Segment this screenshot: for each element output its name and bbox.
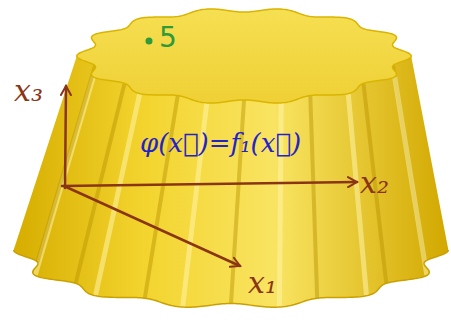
- flute-line: [145, 96, 178, 299]
- function-formula: φ(x⃗)=f₁(x⃗): [140, 130, 301, 156]
- point-number: 5: [159, 24, 177, 52]
- axis-label: x₁: [248, 268, 277, 298]
- axis-label: x₂: [360, 168, 389, 198]
- flute-line: [310, 96, 317, 299]
- axis-label: x₃: [14, 76, 43, 106]
- coordinate-axes: [62, 86, 357, 266]
- flute-line: [37, 66, 95, 262]
- solid-top-face: [77, 9, 411, 103]
- point-dot: [146, 38, 153, 45]
- solid-bottom-edge: [14, 250, 449, 307]
- axis-x1: [64, 186, 240, 266]
- axis-x2: [62, 182, 357, 186]
- solid-flutes: [35, 66, 427, 307]
- flute-line: [95, 94, 139, 296]
- axis-x3: [65, 86, 66, 188]
- flute-line: [395, 77, 427, 276]
